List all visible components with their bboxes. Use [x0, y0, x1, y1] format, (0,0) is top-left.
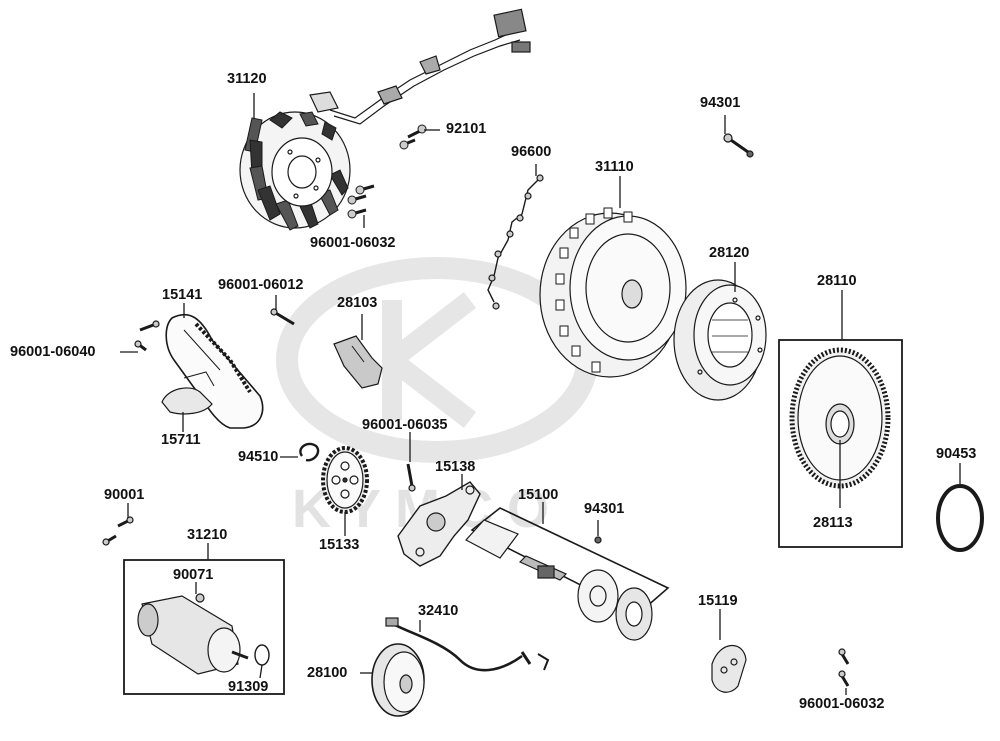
label-94510: 94510	[238, 449, 279, 465]
bolt-96001-06012	[270, 308, 295, 326]
label-96600: 96600	[511, 144, 552, 160]
label-31210: 31210	[187, 527, 228, 543]
screw-94301-top	[723, 133, 754, 158]
bracket-28103	[333, 335, 383, 389]
leader-lines	[120, 93, 961, 695]
label-15711: 15711	[161, 432, 201, 448]
oil-pump-box-15100	[465, 507, 670, 641]
label-15119: 15119	[698, 593, 738, 609]
bolts-92101	[399, 124, 427, 150]
label-28100: 28100	[307, 665, 348, 681]
sprocket-15133	[321, 446, 369, 514]
label-15133: 15133	[319, 537, 360, 553]
label-94301-mid: 94301	[584, 501, 625, 517]
bolts-96001-06040	[134, 320, 160, 352]
label-31110: 31110	[595, 159, 634, 175]
label-28103: 28103	[337, 295, 378, 311]
chain-guide-15141	[165, 313, 264, 429]
screw-94301-mid	[594, 536, 602, 544]
label-96001-06032-bottom: 96001-06032	[799, 696, 885, 712]
label-28120: 28120	[709, 245, 750, 261]
bolts-90001	[102, 516, 134, 546]
label-90453: 90453	[936, 446, 977, 462]
bolts-96001-06032-bottom	[838, 648, 850, 687]
cable-32410	[385, 617, 550, 672]
starter-gear-box-28110	[778, 339, 903, 548]
label-15138: 15138	[435, 459, 476, 475]
label-15141: 15141	[162, 287, 203, 303]
label-96001-06040: 96001-06040	[10, 344, 96, 360]
label-15100: 15100	[518, 487, 559, 503]
bolt-96001-06035	[406, 463, 416, 492]
starter-clutch-28120	[673, 279, 767, 401]
label-28113: 28113	[813, 515, 853, 531]
label-28110: 28110	[817, 273, 857, 289]
starter-motor-box-31210	[123, 559, 285, 695]
label-91309: 91309	[228, 679, 269, 695]
label-96001-06012: 96001-06012	[218, 277, 304, 293]
clip-94510	[299, 442, 320, 462]
label-92101: 92101	[446, 121, 487, 137]
bolt-chain-96600	[487, 174, 544, 310]
flywheel-31110	[539, 207, 687, 378]
bolts-96001-06032-top	[347, 184, 375, 219]
pump-housing-15138	[397, 481, 481, 567]
label-96001-06032-top: 96001-06032	[310, 235, 396, 251]
label-96001-06035: 96001-06035	[362, 417, 448, 433]
tensioner-15711	[161, 371, 215, 415]
label-90071: 90071	[173, 567, 214, 583]
plate-15119	[711, 644, 747, 693]
label-94301-top: 94301	[700, 95, 741, 111]
label-31120: 31120	[227, 71, 267, 87]
stator-31120	[239, 8, 531, 231]
label-90001: 90001	[104, 487, 145, 503]
o-ring-90453	[936, 484, 984, 552]
pulley-28100	[371, 643, 425, 717]
label-32410: 32410	[418, 603, 459, 619]
